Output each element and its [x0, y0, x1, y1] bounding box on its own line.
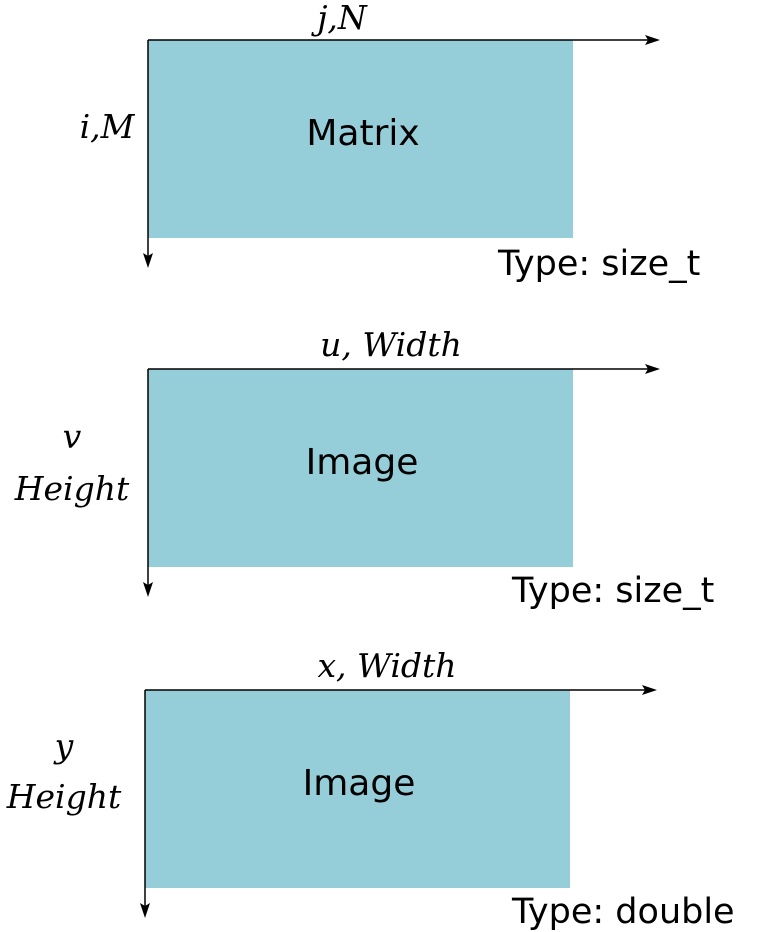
image-uv-rect	[148, 369, 573, 567]
image-xy-rect	[145, 690, 570, 888]
height-axis-label: Height	[14, 469, 130, 508]
height-axis-label: Height	[6, 777, 122, 816]
u-axis-label: u, Width	[320, 325, 462, 364]
i-axis-label: i,M	[80, 107, 136, 146]
image-xy-rect-label: Image	[303, 763, 416, 804]
y-axis-arrowhead	[140, 903, 150, 918]
matrix-rect-label: Matrix	[306, 113, 419, 154]
x-axis-label: x, Width	[317, 646, 456, 685]
v-axis-label: v	[63, 417, 82, 456]
matrix-panel: Matrix j,N i,M Type: size_t	[80, 0, 701, 284]
j-axis-arrowhead	[645, 35, 660, 45]
image-uv-type-label: Type: size_t	[511, 571, 714, 611]
v-axis-arrowhead	[143, 582, 153, 597]
image-uv-panel: Image u, Width v Height Type: size_t	[14, 325, 715, 611]
image-uv-rect-label: Image	[306, 442, 419, 483]
x-axis-arrowhead	[642, 685, 657, 695]
image-xy-panel: Image x, Width y Height Type: double	[6, 646, 735, 932]
matrix-rect	[148, 40, 573, 238]
u-axis-arrowhead	[645, 364, 660, 374]
j-axis-label: j,N	[310, 0, 368, 37]
matrix-type-label: Type: size_t	[497, 244, 700, 284]
i-axis-arrowhead	[143, 253, 153, 268]
y-axis-label: y	[53, 726, 74, 765]
image-xy-type-label: Type: double	[511, 892, 735, 932]
